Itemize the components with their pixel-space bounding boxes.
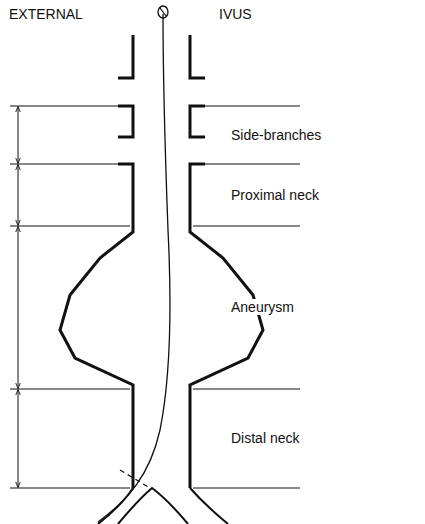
side-heading: IVUS — [218, 6, 253, 22]
segment-label: Aneurysm — [230, 299, 295, 315]
segment-label: Side-branches — [230, 127, 322, 143]
dimension-arrows — [18, 107, 19, 487]
side-heading: EXTERNAL — [8, 6, 84, 22]
segment-label: Distal neck — [230, 430, 300, 446]
boundary-lines — [10, 106, 300, 488]
segment-label: Proximal neck — [230, 187, 320, 203]
rotation-symbol — [160, 8, 166, 16]
ivus-catheter — [98, 14, 170, 522]
dashed-level-line — [120, 470, 150, 488]
rotation-symbol — [158, 6, 168, 18]
